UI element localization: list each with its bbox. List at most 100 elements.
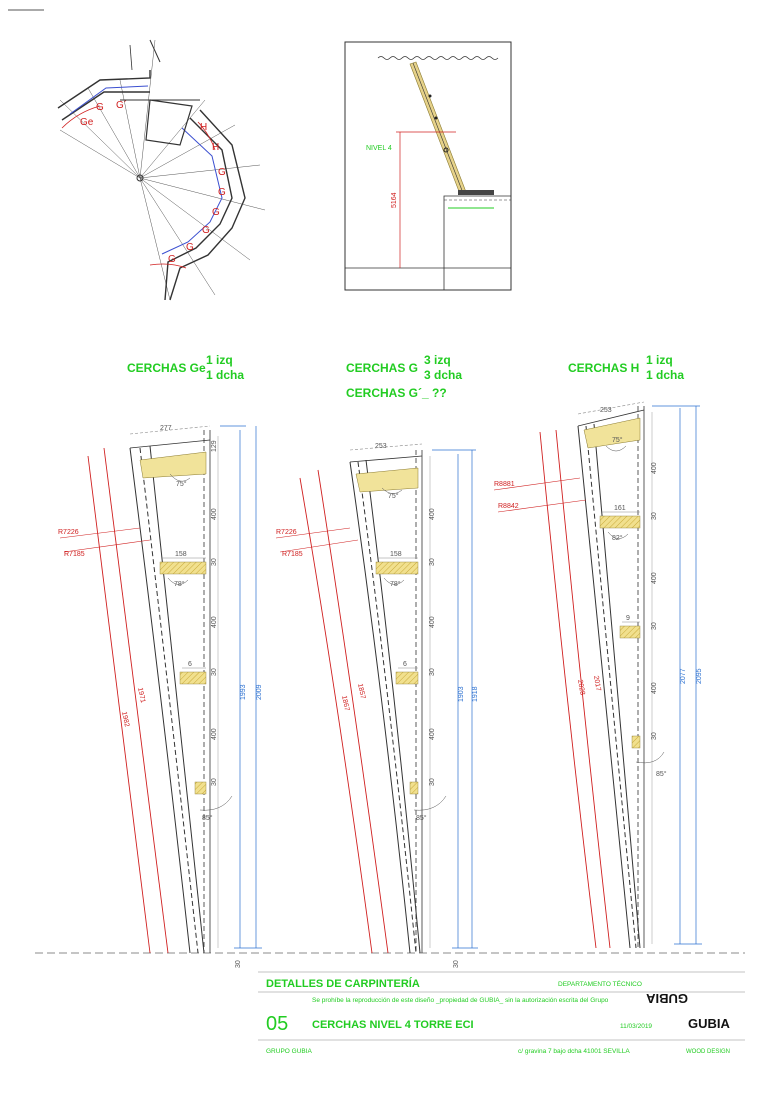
group-g-title: CERCHAS G 3 izq 3 dcha CERCHAS G´_ ?? — [346, 353, 462, 400]
angle-top: 75° — [388, 492, 399, 500]
plan-center-mark — [136, 174, 144, 182]
plan-label: H — [200, 122, 207, 133]
group-qty-left: 1 izq — [206, 353, 233, 367]
angle-bottom: 85° — [202, 814, 213, 822]
dim-total-inner: 1903 — [458, 686, 465, 702]
group-title: CERCHAS Ge — [127, 361, 206, 375]
dim-arc-outer: 2028 — [576, 679, 586, 696]
level-label: NIVEL 4 — [366, 145, 392, 152]
dim-total-inner: 2077 — [680, 668, 687, 684]
dim-spacing-1: 400 — [651, 462, 658, 474]
dim-radius-inner: R7185 — [64, 551, 85, 558]
truss-h-drawing: 253 R8881 R8842 2028 2017 161 9 400 30 4… — [493, 401, 703, 949]
group-qty-right: 3 dcha — [424, 368, 462, 382]
dim-spacing-2: 400 — [429, 616, 436, 628]
dim-spacing-3: 400 — [211, 728, 218, 740]
dim-width: 253 — [375, 443, 387, 450]
level-height-dim: 5164 — [391, 192, 398, 208]
dim-block-thickness: 30 — [429, 558, 436, 566]
dim-block-width: 158 — [390, 551, 402, 558]
dim-top-height: 129 — [211, 440, 218, 452]
dim-arc-inner: 1971 — [136, 687, 146, 704]
plan-label: Ge — [80, 117, 94, 128]
angle-top: 75° — [176, 480, 187, 488]
plan-label: G´ — [116, 99, 127, 111]
angle-mid: 78° — [174, 580, 185, 588]
dim-spacing-3: 400 — [651, 682, 658, 694]
plan-label: G — [168, 254, 176, 265]
dim-spacing-2: 400 — [651, 572, 658, 584]
dim-block-thickness: 30 — [429, 668, 436, 676]
plan-label: G — [202, 225, 210, 236]
dim-radius-outer: R7226 — [276, 529, 297, 536]
group-title: CERCHAS H — [568, 361, 639, 375]
plan-label: G — [186, 242, 194, 253]
dim-block-offset: 6 — [188, 661, 192, 668]
dim-radius-outer: R7226 — [58, 529, 79, 536]
plan-label: G — [218, 187, 226, 198]
group-ge-title: CERCHAS Ge 1 izq 1 dcha — [127, 353, 244, 382]
company-name: GRUPO GUBIA — [266, 1048, 313, 1055]
dim-base: 30 — [453, 960, 460, 968]
dim-base: 30 — [235, 960, 242, 968]
dim-total-outer: 2095 — [696, 668, 703, 684]
plan-labels: Ge G G´ H H G G G G G G — [80, 99, 226, 265]
group-qty-left: 3 izq — [424, 353, 451, 367]
dim-block-thickness: 30 — [429, 778, 436, 786]
group-qty-right: 1 dcha — [646, 368, 684, 382]
truss-ge-drawing: 277 R7226 R7185 1982 1971 158 6 129 400 … — [58, 425, 263, 968]
plan-label: G — [218, 167, 226, 178]
plan-label: G — [96, 102, 104, 113]
dim-total-inner: 1993 — [240, 684, 247, 700]
dim-block-thickness: 30 — [211, 558, 218, 566]
group-qty-right: 1 dcha — [206, 368, 244, 382]
dim-block-offset: 6 — [403, 661, 407, 668]
dim-block-thickness: 30 — [651, 622, 658, 630]
angle-top: 75° — [612, 436, 623, 444]
copyright-notice: Se prohíbe la reproducción de este diseñ… — [312, 997, 609, 1004]
sheet-title: CERCHAS NIVEL 4 TORRE ECI — [312, 1019, 474, 1031]
truss-g-drawing: 253 R7226 R7185 1867 1857 158 6 400 30 4… — [275, 443, 479, 968]
group-h-title: CERCHAS H 1 izq 1 dcha — [568, 353, 684, 382]
drawing-date: 11/03/2019 — [620, 1023, 652, 1030]
dim-total-outer: 2009 — [256, 684, 263, 700]
logo-text: GUBIA — [688, 1016, 731, 1031]
dim-width: 277 — [160, 425, 172, 432]
logo-text-mirrored: GUBIA — [646, 991, 689, 1006]
dim-spacing-1: 400 — [429, 508, 436, 520]
group-title: CERCHAS G — [346, 361, 418, 375]
dim-width: 253 — [600, 407, 612, 414]
plan-radial-lines — [59, 39, 266, 301]
angle-mid: 82° — [612, 534, 623, 542]
sheet-number: 05 — [266, 1013, 288, 1035]
dim-spacing-2: 400 — [211, 616, 218, 628]
group-qty-left: 1 izq — [646, 353, 673, 367]
plan-view: Ge G G´ H H G G G G G G — [57, 39, 266, 301]
dim-arc-inner: 2017 — [592, 675, 602, 692]
company-address: c/ gravina 7 bajo dcha 41001 SEVILLA — [518, 1048, 630, 1055]
gubia-logo: GUBIA GUBIA — [646, 991, 731, 1031]
elevation-view: NIVEL 4 5164 — [344, 41, 512, 291]
dim-spacing-1: 400 — [211, 508, 218, 520]
dim-block-thickness: 30 — [651, 732, 658, 740]
group-extra: CERCHAS G´_ ?? — [346, 386, 447, 400]
dim-block-thickness: 30 — [211, 778, 218, 786]
title-block: DETALLES DE CARPINTERÍA DEPARTAMENTO TÉC… — [258, 971, 745, 1055]
dim-block-thickness: 30 — [651, 512, 658, 520]
dim-total-outer: 1918 — [472, 686, 479, 702]
dim-spacing-3: 400 — [429, 728, 436, 740]
dim-block-width: 161 — [614, 505, 626, 512]
plan-label: H — [212, 142, 219, 153]
dim-block-offset: 9 — [626, 615, 630, 622]
plan-label: G — [212, 207, 220, 218]
angle-mid: 78° — [390, 580, 401, 588]
angle-bottom: 85° — [416, 814, 427, 822]
dim-arc-outer: 1982 — [120, 711, 130, 728]
department: DEPARTAMENTO TÉCNICO — [558, 979, 642, 988]
dim-radius-inner: R8842 — [498, 503, 519, 510]
tagline: WOOD DESIGN — [686, 1049, 730, 1055]
dim-block-thickness: 30 — [211, 668, 218, 676]
angle-bottom: 85° — [656, 770, 667, 778]
dim-arc-outer: 1867 — [340, 695, 350, 712]
